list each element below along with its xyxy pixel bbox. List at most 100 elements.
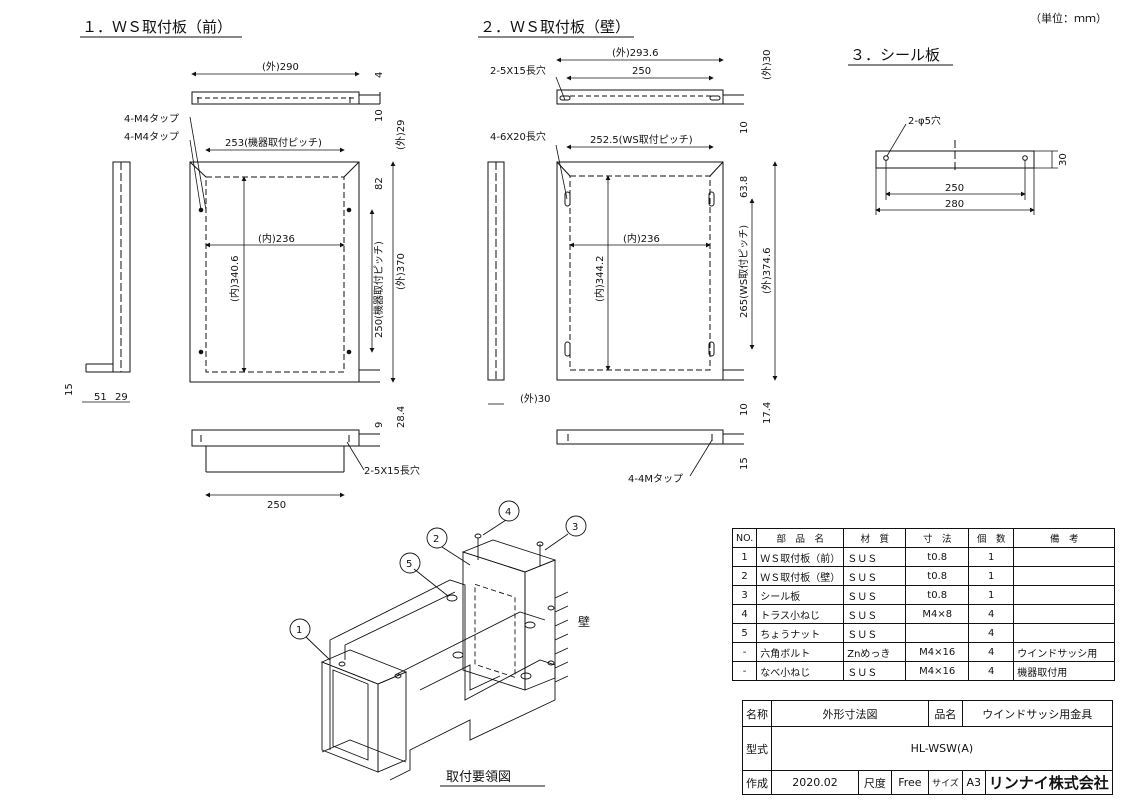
wall-dim-63-8: 63.8: [739, 176, 750, 198]
front-dim-4: 4: [374, 72, 385, 78]
wall-outer-height: (外)374.6: [761, 248, 773, 294]
scale-value: Free: [890, 770, 930, 795]
title-block: 名称 外形寸法図 品名 ウインドサッシ用金具 型式 HL-WSW(A) 作成 2…: [742, 700, 1113, 795]
table-cell: -: [731, 661, 758, 681]
table-cell: 1: [968, 585, 1015, 605]
front-tap-label-2: 4-M4タップ: [124, 131, 179, 143]
wall-plate-labels: (外)293.6 250 252.5(WS取付ピッチ) (内)236 (内)34…: [490, 47, 773, 485]
product-label: 品名: [928, 700, 963, 727]
assembly-labels: 1 2 3 4 5 壁 取付要領図: [296, 507, 590, 785]
parts-header-no: NO.: [731, 528, 758, 548]
balloon-2: 2: [433, 534, 439, 545]
table-cell: 3: [731, 585, 758, 605]
table-cell: 1: [968, 547, 1015, 567]
seal-hole-label: 2-φ5穴: [908, 114, 941, 127]
table-cell: ＳＵＳ: [843, 661, 907, 681]
wall-pitch-vertical: 265(WS取付ピッチ): [737, 225, 750, 318]
front-inner-height: (内)340.6: [228, 256, 241, 302]
table-cell: t0.8: [905, 547, 970, 567]
wall-label: 壁: [578, 614, 590, 629]
table-cell: -: [731, 642, 758, 662]
front-outer-width: (外)290: [262, 61, 299, 73]
assembly-drawing: [289, 500, 587, 787]
section-title-front: １．ＷＳ取付板（前）: [82, 18, 232, 36]
parts-header-material: 材 質: [843, 528, 907, 548]
table-cell: t0.8: [905, 566, 970, 586]
front-outer-height: (外)370: [395, 253, 407, 290]
balloon-1: 1: [296, 625, 302, 636]
front-dim-29: (外)29: [395, 119, 407, 150]
table-cell: ＷＳ取付板（前）: [756, 547, 845, 567]
model-label: 型式: [742, 726, 772, 771]
section-title-seal: ３．シール板: [850, 46, 940, 64]
wall-slot-label-1: 2-5X15長穴: [490, 64, 546, 77]
size-value: A3: [961, 770, 986, 795]
front-dim-29b: 29: [115, 392, 128, 403]
table-cell: [1013, 604, 1116, 624]
wall-plate-dimensions: [488, 57, 778, 477]
table-cell: [1013, 623, 1116, 643]
front-inner-width: (内)236: [258, 232, 295, 245]
table-cell: 六角ボルト: [756, 642, 845, 662]
wall-slot-label-2: 4-6X20長穴: [490, 130, 546, 143]
section-title-wall: ２．ＷＳ取付板（壁）: [480, 18, 630, 36]
made-label: 作成: [742, 770, 772, 795]
table-cell: 4: [731, 604, 758, 624]
seal-dim-280: 280: [945, 199, 964, 210]
front-tap-label-1: 4-M4タップ: [124, 113, 179, 125]
table-cell: なべ小ねじ: [756, 661, 845, 681]
wall-dim-17-4: 17.4: [762, 402, 773, 424]
front-plate-dimensions: [82, 71, 396, 498]
wall-pitch: 252.5(WS取付ピッチ): [590, 133, 693, 146]
front-pitch-vertical: 250(機器取付ピッチ): [372, 241, 385, 338]
table-cell: ＳＵＳ: [843, 566, 907, 586]
wall-outer-width: (外)293.6: [612, 47, 658, 59]
wall-dim-30: (外)30: [761, 49, 773, 80]
table-cell: トラス小ねじ: [756, 604, 845, 624]
table-cell: 4: [968, 604, 1015, 624]
table-cell: シール板: [756, 585, 845, 605]
table-cell: [1013, 547, 1116, 567]
wall-inner-width: (内)236: [623, 232, 660, 245]
table-cell: 4: [968, 642, 1015, 662]
front-dim-9: 9: [374, 422, 385, 428]
table-cell: [1013, 566, 1116, 586]
wall-inner-height: (内)344.2: [593, 256, 606, 302]
size-label: サイズ: [928, 770, 963, 795]
parts-header-row: NO. 部 品 名 材 質 寸 法 個 数 備 考: [731, 528, 1116, 548]
table-cell: 5: [731, 623, 758, 643]
table-cell: 4: [968, 661, 1015, 681]
table-cell: ウインドサッシ用: [1013, 642, 1116, 662]
table-cell: M4×8: [905, 604, 970, 624]
unit-note: （単位：ｍｍ）: [1030, 11, 1107, 25]
wall-dim-10: 10: [739, 121, 750, 134]
balloon-4: 4: [505, 507, 511, 518]
table-cell: ＳＵＳ: [843, 623, 907, 643]
parts-header-note: 備 考: [1013, 528, 1116, 548]
table-cell: 1: [968, 566, 1015, 586]
product-value: ウインドサッシ用金具: [961, 700, 1113, 727]
table-cell: 機器取付用: [1013, 661, 1116, 681]
seal-dim-30: 30: [1058, 153, 1069, 166]
made-value: 2020.02: [771, 770, 859, 795]
table-cell: ＳＵＳ: [843, 547, 907, 567]
front-dim-28-4: 28.4: [396, 406, 407, 428]
scale-label: 尺度: [857, 770, 892, 795]
front-dim-250: 250: [267, 500, 286, 511]
wall-plate-views: [487, 89, 744, 445]
wall-tap-label: 4-4Mタップ: [628, 473, 683, 485]
table-cell: 4: [968, 623, 1015, 643]
front-slot-label: 2-5X15長穴: [364, 464, 420, 477]
seal-dim-250: 250: [945, 183, 964, 194]
table-cell: ＳＵＳ: [843, 604, 907, 624]
front-dim-15: 15: [64, 383, 75, 396]
assembly-caption: 取付要領図: [446, 769, 511, 785]
table-cell: Znめっき: [843, 642, 907, 662]
